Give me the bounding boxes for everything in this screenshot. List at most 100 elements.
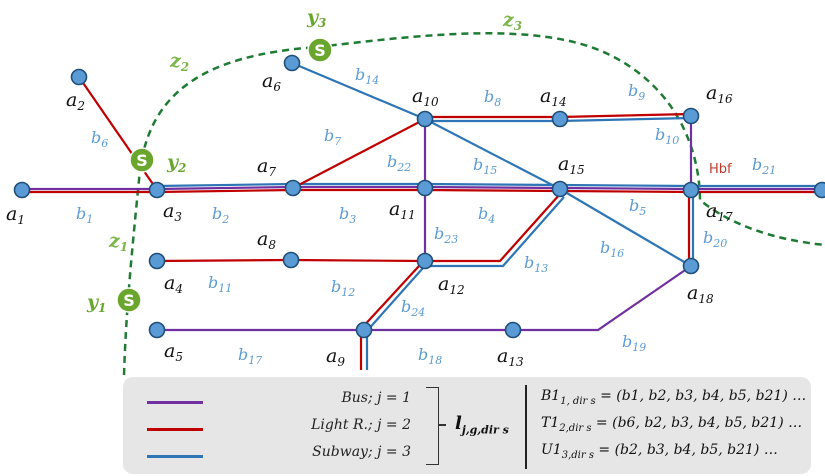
edge-b13-subway: [428, 196, 565, 268]
node-a2: [70, 68, 88, 86]
node-label-a1: a1: [6, 203, 25, 227]
node-a18: [682, 257, 700, 275]
node-a5: [148, 321, 166, 339]
formula-bus-head: B1: [541, 388, 561, 404]
node-label-a3: a3: [163, 200, 182, 224]
edge-label-b5: b5: [629, 196, 646, 218]
edge-label-b21: b21: [752, 155, 776, 177]
edge-b16-subway: [559, 188, 692, 267]
line-symbol-base: l: [455, 413, 462, 434]
formula-subway-rhs: = (b2, b3, b4, b5, b21) …: [593, 442, 778, 458]
zone-boundary-z3: [317, 32, 825, 247]
node-label-a9: a9: [326, 345, 345, 369]
edge-label-b3: b3: [339, 204, 356, 226]
node-a7: [284, 179, 302, 197]
legend-panel: Bus; j = 1 Light R.; j = 2 Subway; j = 3…: [123, 377, 811, 474]
edge-label-b22: b22: [387, 152, 411, 174]
zone-label-z3: z3: [502, 9, 522, 33]
hub-label: Hbf: [709, 162, 732, 177]
edge-label-b1: b1: [76, 204, 93, 226]
node-label-a11: a11: [389, 198, 416, 222]
edge-b7-light-rail: [292, 118, 426, 189]
formula-bus-sub: 1, dir s: [560, 395, 596, 407]
node-label-a12: a12: [438, 273, 465, 297]
station-icon: [129, 147, 155, 173]
stations: SSS: [116, 37, 333, 313]
edge-label-b4: b4: [478, 204, 495, 226]
edge-label-b13: b13: [524, 253, 548, 275]
network-edges: [22, 61, 825, 370]
edge-label-b11: b11: [208, 273, 232, 295]
bus-line-swatch: [147, 401, 203, 404]
light-rail-line-swatch: [147, 428, 203, 431]
node-label-a18: a18: [687, 282, 714, 306]
edge-label-b20: b20: [703, 228, 727, 250]
formula-light-rail-sub: 2,dir s: [559, 422, 592, 434]
legend-brace-tick: [438, 424, 446, 426]
station-y3: S: [307, 37, 333, 63]
node-a12: [416, 252, 434, 270]
legend-brace: [426, 387, 439, 465]
node-label-a6: a6: [262, 70, 281, 94]
zone-boundaries: [122, 32, 825, 376]
node-label-a2: a2: [66, 89, 85, 113]
node-label-a7: a7: [257, 155, 276, 179]
edge-label-b7: b7: [324, 126, 341, 148]
edge-b24-light-rail: [359, 265, 420, 331]
edge-b13-light-rail: [425, 193, 561, 263]
legend-row-subway: Subway; j = 3: [123, 444, 443, 468]
node-label-a5: a5: [164, 340, 183, 364]
formula-light-rail-rhs: = (b6, b2, b3, b4, b5, b21) …: [591, 415, 803, 431]
station-icon-letter: S: [123, 291, 135, 310]
node-a14: [551, 110, 569, 128]
node-a8: [282, 251, 300, 269]
formula-subway: U13,dir s = (b2, b3, b4, b5, b21) …: [541, 442, 778, 461]
edge-label-b8: b8: [484, 87, 501, 109]
node-a10: [416, 110, 434, 128]
edge-b24-subway: [365, 267, 424, 333]
formula-subway-sub: 3,dir s: [561, 449, 594, 461]
node-a6: [283, 54, 301, 72]
node-label-a14: a14: [540, 85, 567, 109]
edge-label-b15: b15: [473, 155, 497, 177]
edge-label-b10: b10: [655, 125, 679, 147]
edge-label-b12: b12: [331, 277, 355, 299]
node-a4: [148, 252, 166, 270]
edge-label-b19: b19: [622, 332, 646, 354]
station-icon: [307, 37, 333, 63]
edge-label-b24: b24: [401, 297, 425, 319]
edge-b17-b19-bus: [157, 265, 692, 332]
legend-row-light-rail: Light R.; j = 2: [123, 417, 443, 441]
station-label-y2: y2: [166, 151, 186, 175]
node-label-a15: a15: [558, 153, 585, 177]
node-label-a17: a17: [706, 200, 733, 224]
node-label-a10: a10: [412, 85, 439, 109]
edge-label-b2: b2: [212, 204, 229, 226]
station-label-y1: y1: [86, 291, 106, 315]
edge-b14-subway: [291, 61, 426, 121]
edge-b15-subway: [424, 118, 561, 190]
formula-bus-rhs: = (b1, b2, b3, b4, b5, b21) …: [595, 388, 807, 404]
station-y1: S: [116, 287, 142, 313]
line-symbol-subscript: j,g,dir s: [461, 423, 509, 437]
node-edge-right: [813, 181, 825, 199]
edge-label-b17: b17: [238, 345, 262, 367]
line-symbol: lj,g,dir s: [455, 413, 509, 437]
node-label-a8: a8: [257, 228, 276, 252]
node-label-a4: a4: [164, 272, 183, 296]
node-a11: [416, 179, 434, 197]
node-a16: [682, 107, 700, 125]
formula-light-rail-head: T1: [541, 415, 560, 431]
formula-subway-head: U1: [541, 442, 562, 458]
edge-label-b6: b6: [91, 128, 108, 150]
station-icon-letter: S: [314, 41, 326, 60]
node-a3: [148, 181, 166, 199]
network-nodes: [13, 54, 825, 339]
legend-label-light-rail: Light R.; j = 2: [311, 417, 411, 433]
edge-label-b16: b16: [600, 238, 624, 260]
station-label-y3: y3: [306, 6, 326, 30]
edge-label-b14: b14: [355, 65, 379, 87]
node-a1: [13, 181, 31, 199]
node-label-a13: a13: [497, 345, 524, 369]
